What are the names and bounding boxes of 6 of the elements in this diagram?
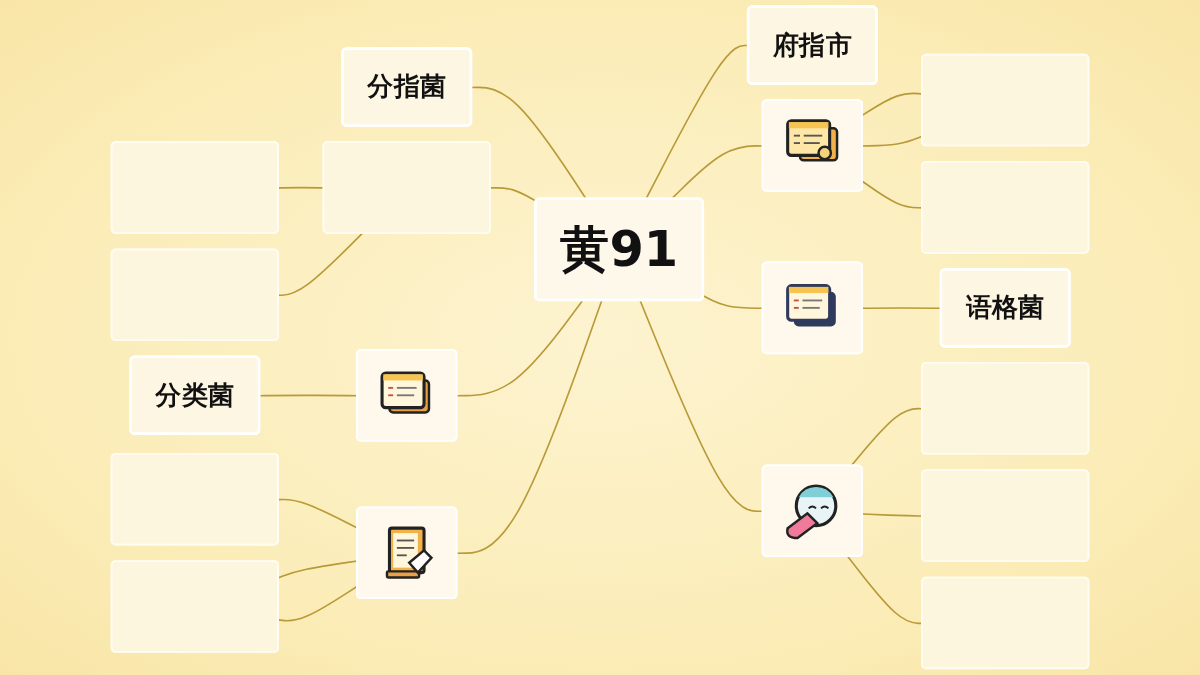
topic-text: 语格菌 <box>965 294 1045 322</box>
topic-text: 分指菌 <box>367 73 447 101</box>
topic-text: 府指市 <box>772 31 852 59</box>
connector <box>470 86 588 201</box>
central-topic-text: 黄91 <box>560 223 679 276</box>
topic-text: 分类菌 <box>155 381 235 410</box>
